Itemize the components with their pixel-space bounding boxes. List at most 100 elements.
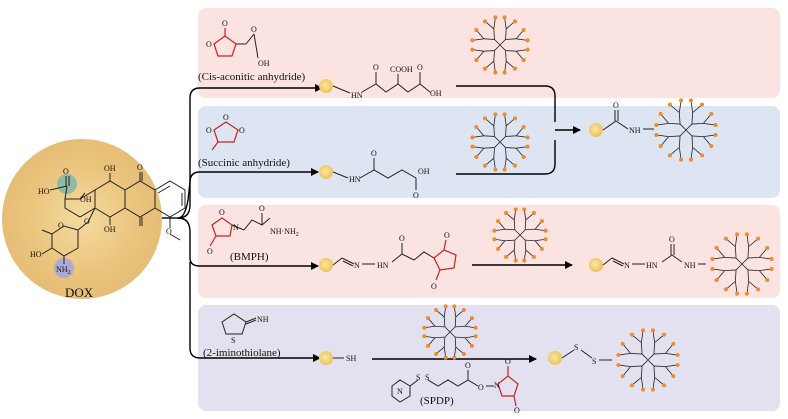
dendrimer-terminus: [513, 258, 518, 263]
dendrimer-terminus: [667, 102, 672, 107]
dendrimer-terminus: [620, 374, 625, 379]
bmph-linker-o3: O: [431, 282, 437, 291]
reagent-cis-aconitic: (Cis-aconitic anhydride): [198, 71, 306, 83]
route-succinic: O O O (Succinic anhydride) HN O O OH: [198, 112, 530, 200]
semi-hn: HN: [646, 261, 658, 270]
dendrimer-terminus: [671, 374, 676, 379]
nanoparticle: [319, 165, 333, 179]
dendrimer-terminus: [504, 254, 509, 259]
dendrimer-terminus: [493, 112, 498, 117]
dendrimer-terminus: [470, 38, 475, 43]
dendrimer-terminus: [493, 70, 498, 75]
dendrimer-terminus: [502, 112, 507, 117]
nanoparticle: [589, 123, 603, 137]
dendrimer-terminus: [654, 123, 659, 128]
dendrimer-terminus: [470, 144, 475, 149]
imino-linker-sh: SH: [346, 354, 356, 363]
dendrimer-terminus: [650, 387, 655, 392]
dendrimer-terminus: [426, 343, 431, 348]
spdp-s2: S: [425, 373, 429, 382]
dendrimer-terminus: [474, 124, 479, 129]
panel-succinic: [198, 106, 780, 198]
cis-reagent-o2: O: [222, 19, 228, 28]
dendrimer-terminus: [502, 15, 507, 20]
reagent-iminothiolane: (2-iminothiolane): [203, 347, 281, 359]
dendrimer-terminus: [769, 257, 774, 262]
dendrimer-terminus: [452, 355, 457, 360]
dendrimer-terminus: [756, 287, 761, 292]
cis-linker-oh: OH: [430, 89, 442, 98]
dendrimer-terminus: [525, 144, 530, 149]
dendrimer-terminus: [675, 353, 680, 358]
dendrimer-terminus: [616, 362, 621, 367]
amide-o: O: [613, 101, 619, 110]
bmph-linker-o2: O: [444, 231, 450, 240]
dendrimer-terminus: [452, 304, 457, 309]
dendrimer-terminus: [531, 211, 536, 216]
dendrimer-terminus: [667, 153, 672, 158]
dendrimer-terminus: [521, 58, 526, 63]
dendrimer-terminus: [662, 332, 667, 337]
cis-linker-o1: O: [373, 63, 379, 72]
dendrimer-terminus: [714, 245, 719, 250]
semi-o: O: [669, 235, 675, 244]
dox-quinone-o: O: [137, 163, 143, 172]
dendrimer-terminus: [482, 116, 487, 121]
dox-glyco-o: O: [84, 217, 90, 226]
dendrimer-terminus: [723, 236, 728, 241]
dendrimer-terminus: [496, 246, 501, 251]
imino-reagent-s: S: [231, 336, 235, 345]
dendrimer-terminus: [662, 383, 667, 388]
dendrimer-terminus: [513, 19, 518, 24]
amide-nh: NH: [629, 126, 641, 135]
dendrimer: [470, 112, 530, 172]
dox-ketone-o: O: [63, 167, 69, 176]
dendrimer-terminus: [470, 135, 475, 140]
bmph-linker-n: N: [354, 261, 360, 270]
reagent-bmph: (BMPH): [230, 251, 269, 263]
succ-linker-o2: O: [413, 191, 419, 200]
dendrimer-terminus: [620, 341, 625, 346]
dendrimer-terminus: [482, 19, 487, 24]
nanoparticle: [319, 79, 333, 93]
succ-reagent-o2: O: [223, 113, 229, 122]
dendrimer-terminus: [504, 211, 509, 216]
dendrimer-terminus: [525, 135, 530, 140]
nanoparticle: [548, 351, 562, 365]
dendrimer-terminus: [493, 167, 498, 172]
cis-reagent-o3: O: [251, 25, 257, 34]
dendrimer-terminus: [521, 27, 526, 32]
dendrimer-terminus: [482, 66, 487, 71]
dendrimer-terminus: [539, 246, 544, 251]
dendrimer: [654, 98, 718, 162]
disulfide-product: S S: [548, 328, 680, 392]
dox-oh-b: OH: [104, 225, 116, 234]
dendrimer-terminus: [679, 98, 684, 103]
cis-reagent-oh: OH: [258, 59, 270, 68]
semi-n: N: [624, 261, 630, 270]
succ-linker-oh: OH: [418, 167, 430, 176]
dendrimer-terminus: [513, 207, 518, 212]
dendrimer-terminus: [525, 38, 530, 43]
dendrimer-terminus: [473, 334, 478, 339]
dendrimer-terminus: [496, 219, 501, 224]
dendrimer-terminus: [434, 351, 439, 356]
spdp-s1: S: [416, 373, 420, 382]
dendrimer: [422, 304, 478, 360]
amide-product: O NH: [589, 98, 718, 162]
dendrimer-terminus: [502, 70, 507, 75]
dendrimer-terminus: [539, 219, 544, 224]
dendrimer-terminus: [461, 308, 466, 313]
dox-label: DOX: [65, 285, 94, 300]
dendrimer: [470, 15, 530, 75]
dendrimer-terminus: [482, 163, 487, 168]
dendrimer-terminus: [426, 316, 431, 321]
dendrimer-terminus: [765, 245, 770, 250]
spdp-o4: O: [514, 406, 520, 415]
dox-glow: [2, 139, 162, 299]
bmph-linker-hn: HN: [377, 261, 389, 270]
dendrimer-terminus: [688, 157, 693, 162]
panel-bmph: [198, 205, 780, 298]
dendrimer-terminus: [470, 47, 475, 52]
reagent-succinic: (Succinic anhydride): [198, 157, 290, 169]
